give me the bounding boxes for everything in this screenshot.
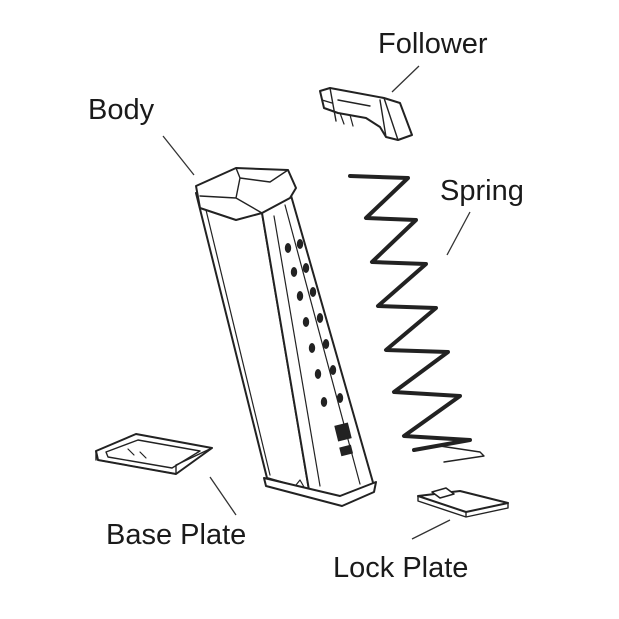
leader-base-plate [209,476,237,516]
leader-body [162,135,195,176]
leader-follower [391,65,420,93]
label-base-plate: Base Plate [106,519,246,551]
witness-holes [284,239,344,407]
label-spring: Spring [440,175,524,207]
leader-lock-plate [411,519,451,540]
follower-part [319,87,413,141]
label-body: Body [88,94,155,126]
base-plate-part [95,433,213,475]
label-lock-plate: Lock Plate [333,552,468,584]
lock-plate-part [417,487,509,518]
spring-part [348,174,485,463]
leader-spring [446,211,471,256]
body-part [195,167,377,507]
label-follower: Follower [378,28,488,60]
